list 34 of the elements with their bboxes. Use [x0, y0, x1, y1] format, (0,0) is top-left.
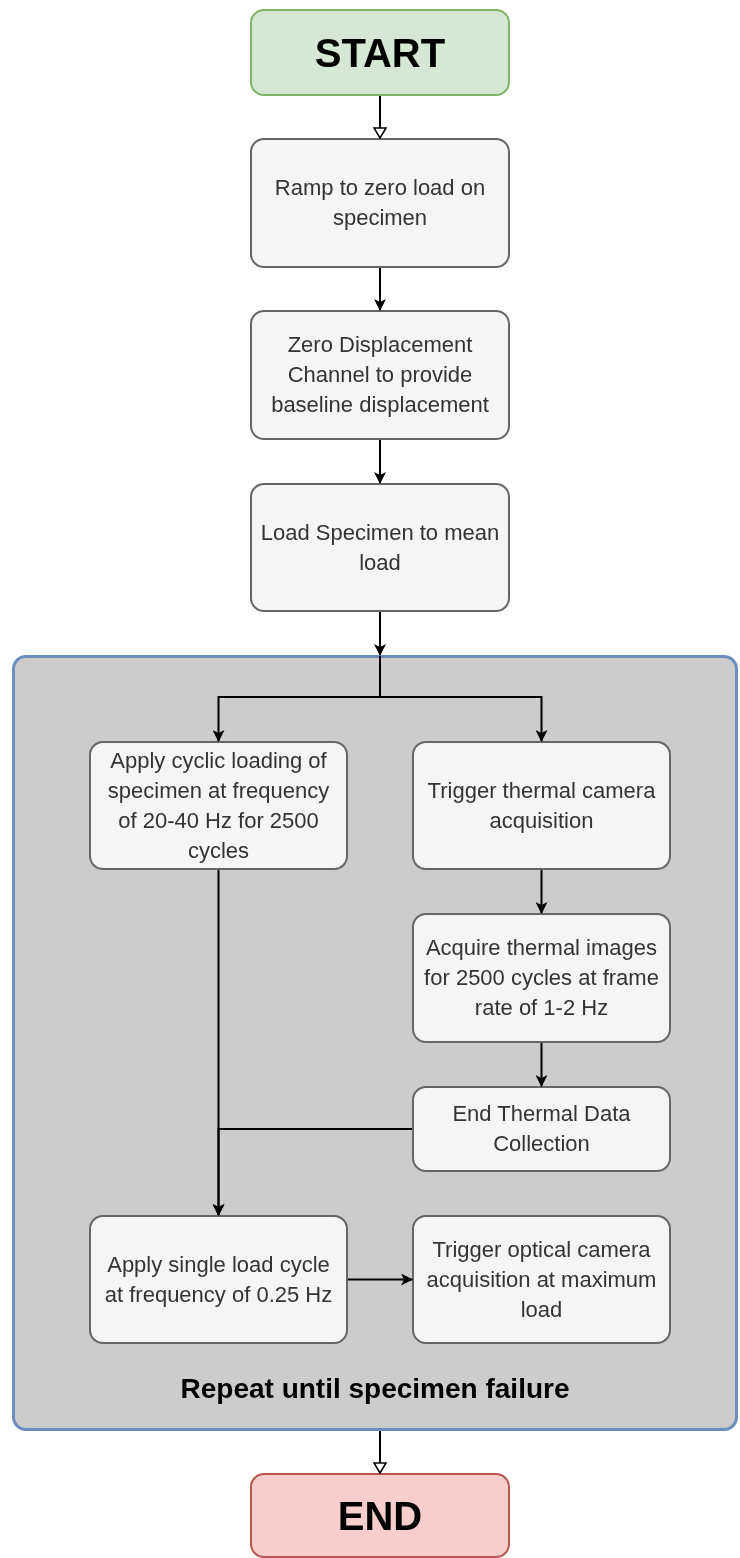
terminal-box: [250, 9, 510, 96]
arrow: [373, 95, 387, 139]
step-text: End Thermal Data Collection: [451, 1100, 632, 1158]
process-box: [412, 913, 671, 1043]
arrow: [535, 869, 548, 914]
step-text: Apply cyclic loading of specimen at frequency of 20-40 Hz for 2500 cycles: [106, 746, 331, 865]
arrow: [374, 267, 386, 311]
step-text: Load Specimen to mean load: [259, 518, 501, 577]
process-box: [412, 1215, 671, 1344]
arrow: [535, 1042, 548, 1087]
step-text: Apply single load cycle at frequency of 0.25 Hz: [103, 1250, 334, 1309]
step-text: END: [336, 1500, 424, 1531]
step-text: Zero Displacement Channel to provide baseline displacement: [270, 331, 490, 419]
loop-container: [12, 655, 738, 1431]
step-text: START: [313, 37, 447, 68]
process-box: [89, 741, 348, 870]
arrow: [379, 655, 548, 742]
process-box: [250, 483, 510, 612]
arrow: [374, 611, 386, 656]
step-text: Ramp to zero load on specimen: [273, 174, 487, 232]
loop-label: Repeat until specimen failure: [179, 1372, 571, 1406]
arrow: [212, 1128, 413, 1216]
step-text: Trigger thermal camera acquisition: [426, 776, 657, 835]
arrow: [373, 1430, 387, 1474]
arrow: [374, 439, 386, 484]
step-text: Acquire thermal images for 2500 cycles at frame rate of 1-2 Hz: [423, 934, 660, 1022]
terminal-box: [250, 1473, 510, 1558]
process-box: [250, 310, 510, 440]
arrow: [347, 1273, 413, 1286]
process-box: [89, 1215, 348, 1344]
process-box: [412, 1086, 671, 1172]
process-box: [412, 741, 671, 870]
process-box: [250, 138, 510, 268]
step-text: Trigger optical camera acquisition at maximum load: [425, 1235, 658, 1324]
